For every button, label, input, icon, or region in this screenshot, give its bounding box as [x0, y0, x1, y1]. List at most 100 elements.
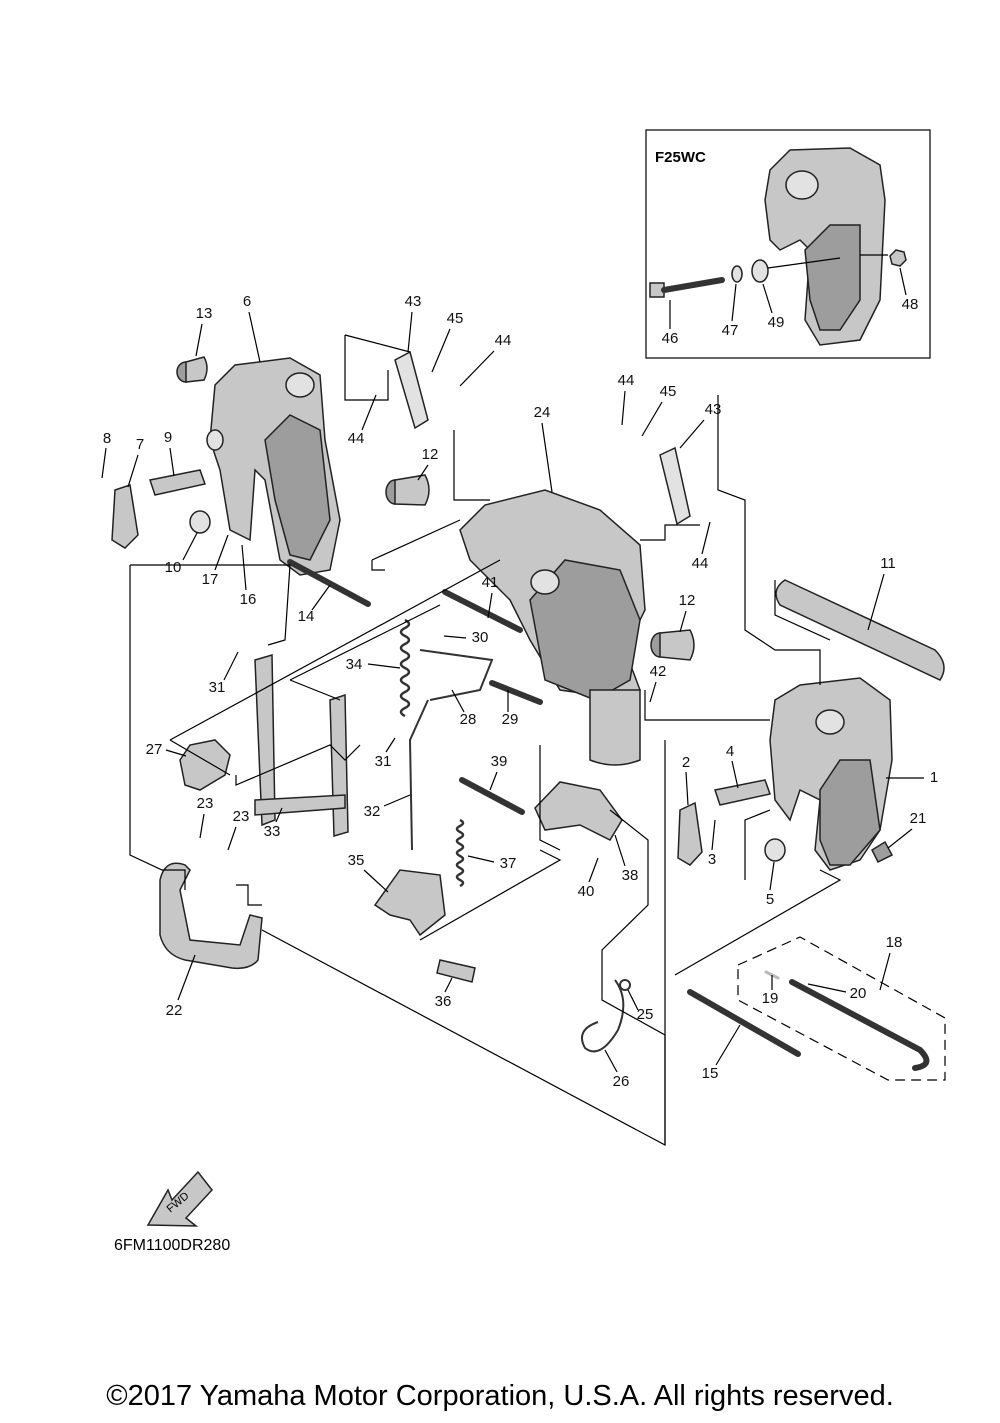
shaft-41	[442, 589, 523, 633]
bracket-38	[534, 781, 623, 841]
callout-43b: 43	[705, 401, 722, 418]
callout-6: 6	[243, 293, 251, 310]
callout-40: 40	[578, 883, 595, 900]
bushing-12-lower	[650, 629, 695, 661]
callout-1: 1	[930, 769, 938, 786]
grease-nipple-21	[871, 840, 894, 864]
callout-31a: 31	[209, 679, 226, 696]
inset-washer-large	[751, 259, 769, 283]
callout-14: 14	[298, 608, 315, 625]
lock-lever-27	[179, 739, 231, 791]
callout-20: 20	[850, 985, 867, 1002]
bolt-14	[287, 559, 371, 607]
inset-label: F25WC	[655, 149, 706, 166]
inset-washer-small	[731, 265, 743, 283]
fwd-arrow: FWD	[146, 1170, 213, 1227]
rod-32	[408, 699, 429, 851]
clamp-bracket-left	[206, 357, 341, 576]
inset-nut	[889, 249, 907, 267]
wire-26	[581, 979, 631, 1053]
callout-7: 7	[136, 436, 144, 453]
inset-bolt	[649, 277, 725, 298]
callout-23a: 23	[197, 795, 214, 812]
spring-37	[455, 818, 465, 888]
pin-4	[714, 779, 771, 806]
bushing-13	[176, 356, 208, 383]
callout-49: 49	[768, 314, 785, 331]
callout-42: 42	[650, 663, 667, 680]
callout-37: 37	[500, 855, 517, 872]
callout-19: 19	[762, 990, 779, 1007]
callout-22: 22	[166, 1002, 183, 1019]
inset-clamp-bracket	[764, 147, 886, 346]
washer-10	[189, 510, 211, 534]
callout-47: 47	[722, 322, 739, 339]
callout-12b: 12	[679, 592, 696, 609]
callout-38: 38	[622, 867, 639, 884]
callout-45a: 45	[447, 310, 464, 327]
callout-4: 4	[726, 743, 734, 760]
callout-34: 34	[346, 656, 363, 673]
callout-13: 13	[196, 305, 213, 322]
handle-22	[159, 862, 263, 970]
callout-25: 25	[637, 1006, 654, 1023]
callout-21: 21	[910, 810, 927, 827]
tilt-lock-lever-33	[254, 654, 349, 837]
callouts: 1 2 3 4 5 6 7 8 9 10 11 12 12 13 14 15 1…	[101, 267, 938, 1090]
callout-35: 35	[348, 852, 365, 869]
callout-17: 17	[202, 571, 219, 588]
callout-48: 48	[902, 296, 919, 313]
callout-32: 32	[364, 803, 381, 820]
callout-29: 29	[502, 711, 519, 728]
callout-11: 11	[880, 555, 896, 572]
tilt-rod-dashed-frame	[737, 936, 946, 1081]
callout-16: 16	[240, 591, 257, 608]
callout-28: 28	[460, 711, 477, 728]
plate-43-right	[659, 446, 691, 526]
callout-39: 39	[491, 753, 508, 770]
plate-43-left	[394, 350, 429, 430]
spring-34	[399, 618, 411, 718]
callout-5: 5	[766, 891, 774, 908]
pin-36	[436, 959, 476, 983]
diagram-code: 6FM1100DR280	[114, 1237, 230, 1254]
callout-33: 33	[264, 823, 281, 840]
callout-30: 30	[472, 629, 489, 646]
tilt-rod-assembly-18	[764, 970, 930, 1071]
f25wc-inset: F25WC	[645, 129, 931, 359]
callout-44b: 44	[495, 332, 512, 349]
callout-43a: 43	[405, 293, 422, 310]
callout-36: 36	[435, 993, 452, 1010]
lever-35	[373, 869, 446, 937]
callout-31b: 31	[375, 753, 392, 770]
swivel-bracket	[459, 489, 646, 766]
leader-lines	[129, 334, 842, 1147]
callout-41: 41	[482, 574, 499, 591]
copyright-notice: ©2017 Yamaha Motor Corporation, U.S.A. A…	[106, 1380, 894, 1412]
callout-23b: 23	[233, 808, 250, 825]
callout-45b: 45	[660, 383, 677, 400]
callout-9: 9	[164, 429, 172, 446]
callout-12a: 12	[422, 446, 439, 463]
washer-5	[764, 838, 786, 862]
callout-18: 18	[886, 934, 903, 951]
callout-8: 8	[103, 430, 111, 447]
clamp-bracket-right	[769, 677, 893, 871]
through-tube-11	[775, 579, 945, 681]
callout-10: 10	[165, 559, 182, 576]
callout-26: 26	[613, 1073, 630, 1090]
lever-7	[111, 484, 139, 549]
lever-2	[677, 801, 703, 866]
callout-46: 46	[662, 330, 679, 347]
pin-9	[149, 469, 206, 496]
callout-27: 27	[146, 741, 163, 758]
callout-24: 24	[534, 404, 551, 421]
bushing-12-upper	[385, 474, 430, 506]
shaft-39	[459, 777, 525, 815]
callout-44d: 44	[692, 555, 709, 572]
rod-15	[687, 989, 801, 1057]
callout-15: 15	[702, 1065, 719, 1082]
lever-28	[419, 649, 494, 701]
callout-44a: 44	[348, 430, 365, 447]
